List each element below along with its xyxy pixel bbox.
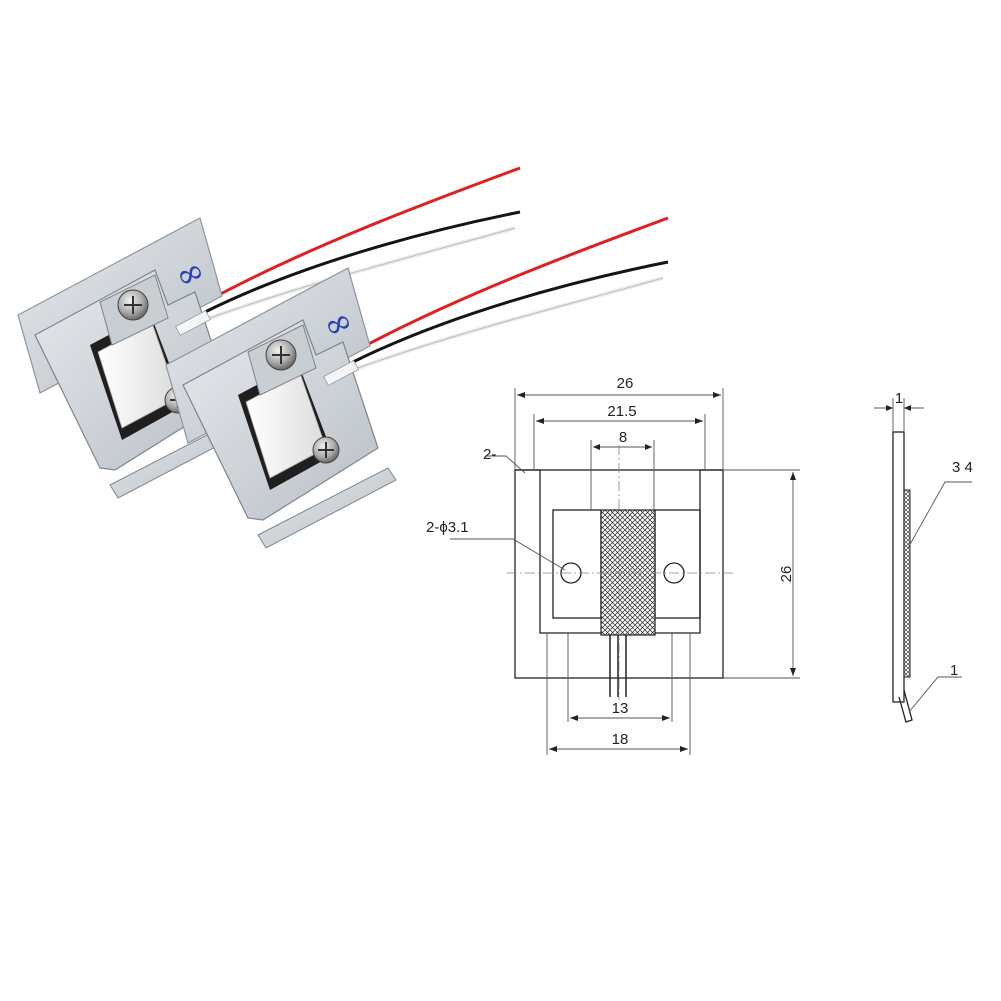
dim-base-inner: 13	[612, 700, 629, 717]
callout-part-2: 2-	[483, 446, 496, 463]
callout-holes: 2-ϕ3.1	[426, 519, 469, 536]
side-gauge-layer	[903, 489, 911, 678]
lead-pins	[609, 635, 627, 697]
front-view-drawing: 26 21.5 8 26 13 18 2-	[426, 375, 800, 755]
side-plate	[892, 431, 905, 703]
dim-inner-width: 21.5	[607, 403, 636, 420]
dim-overall-width: 26	[617, 375, 634, 392]
dim-height: 26	[778, 566, 795, 583]
strain-gauge-grid	[600, 509, 656, 636]
callout-part-1: 1	[950, 662, 958, 679]
dim-base-outer: 18	[612, 731, 629, 748]
callout-parts-3-4: 3 4	[952, 459, 973, 476]
left-pad	[552, 509, 602, 619]
side-view-drawing: 1 3 4 1	[874, 390, 973, 723]
dim-thickness: 1	[895, 390, 903, 407]
dim-slot-width: 8	[619, 429, 627, 446]
load-cell-photo-front	[164, 216, 670, 550]
